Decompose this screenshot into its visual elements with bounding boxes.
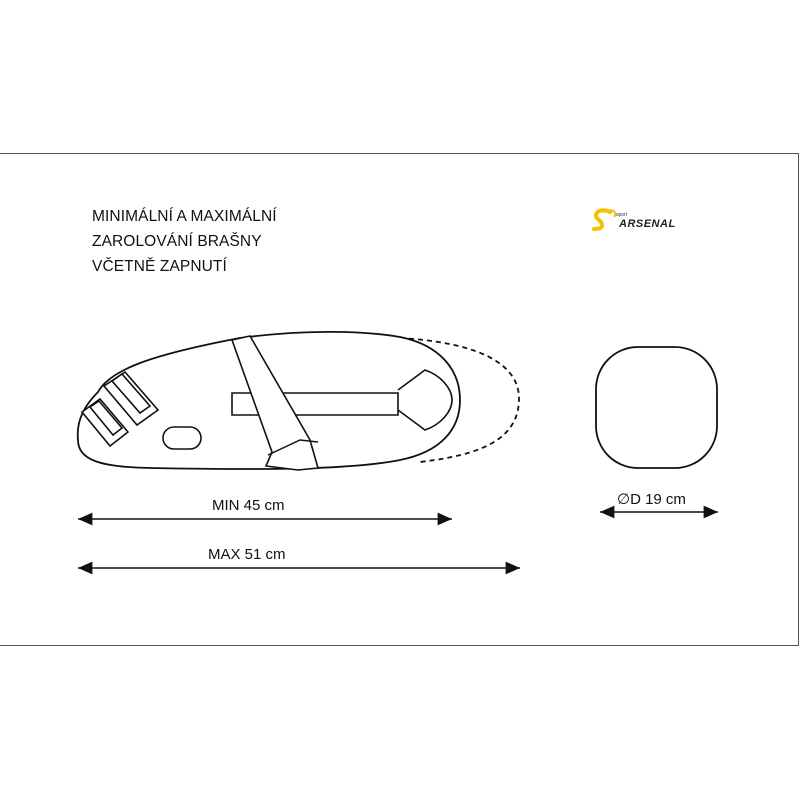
- max-length-label: MAX 51 cm: [208, 546, 286, 563]
- title-line-3: VČETNĚ ZAPNUTÍ: [92, 258, 227, 275]
- logo-small-text: sport: [616, 212, 628, 218]
- buckles: [80, 370, 160, 448]
- title-line-1: MINIMÁLNÍ A MAXIMÁLNÍ: [92, 208, 277, 225]
- diameter-label: ∅D 19 cm: [617, 491, 686, 508]
- side-profile: [595, 346, 718, 469]
- bag-front-cone: [397, 369, 453, 431]
- oval-pocket: [162, 426, 202, 450]
- arsenal-logo: sport ARSENAL: [592, 208, 676, 231]
- title-line-2: ZAROLOVÁNÍ BRAŠNY: [92, 233, 262, 250]
- max-extension-outline: [399, 337, 520, 463]
- logo-brand-text: ARSENAL: [618, 218, 676, 230]
- min-length-label: MIN 45 cm: [212, 497, 285, 514]
